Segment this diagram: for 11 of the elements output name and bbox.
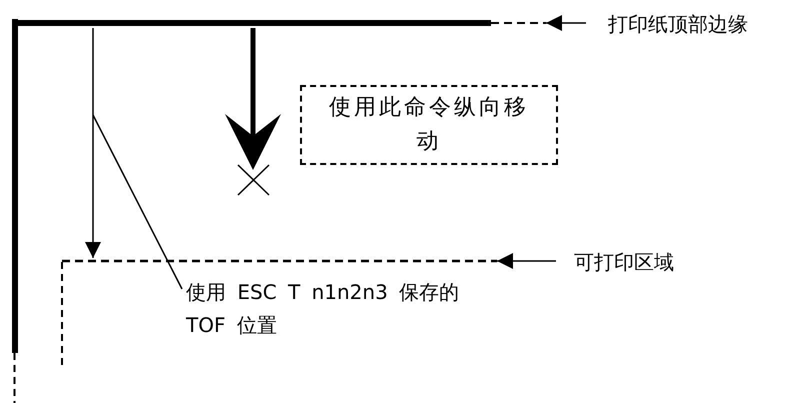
callout-text: 使用 ESC T n1n2n3 保存的 TOF 位置	[186, 276, 476, 342]
arrow	[225, 28, 281, 170]
printable-area-line	[62, 258, 497, 264]
leader-line	[92, 114, 183, 290]
arrow	[497, 253, 556, 269]
cross-mark	[237, 164, 270, 196]
arrow	[546, 15, 586, 31]
note-box: 使用此命令纵向移动	[300, 85, 558, 165]
edge-label: 打印纸顶部边缘	[608, 8, 798, 41]
arrow	[85, 28, 101, 258]
area-label: 可打印区域	[574, 246, 724, 279]
